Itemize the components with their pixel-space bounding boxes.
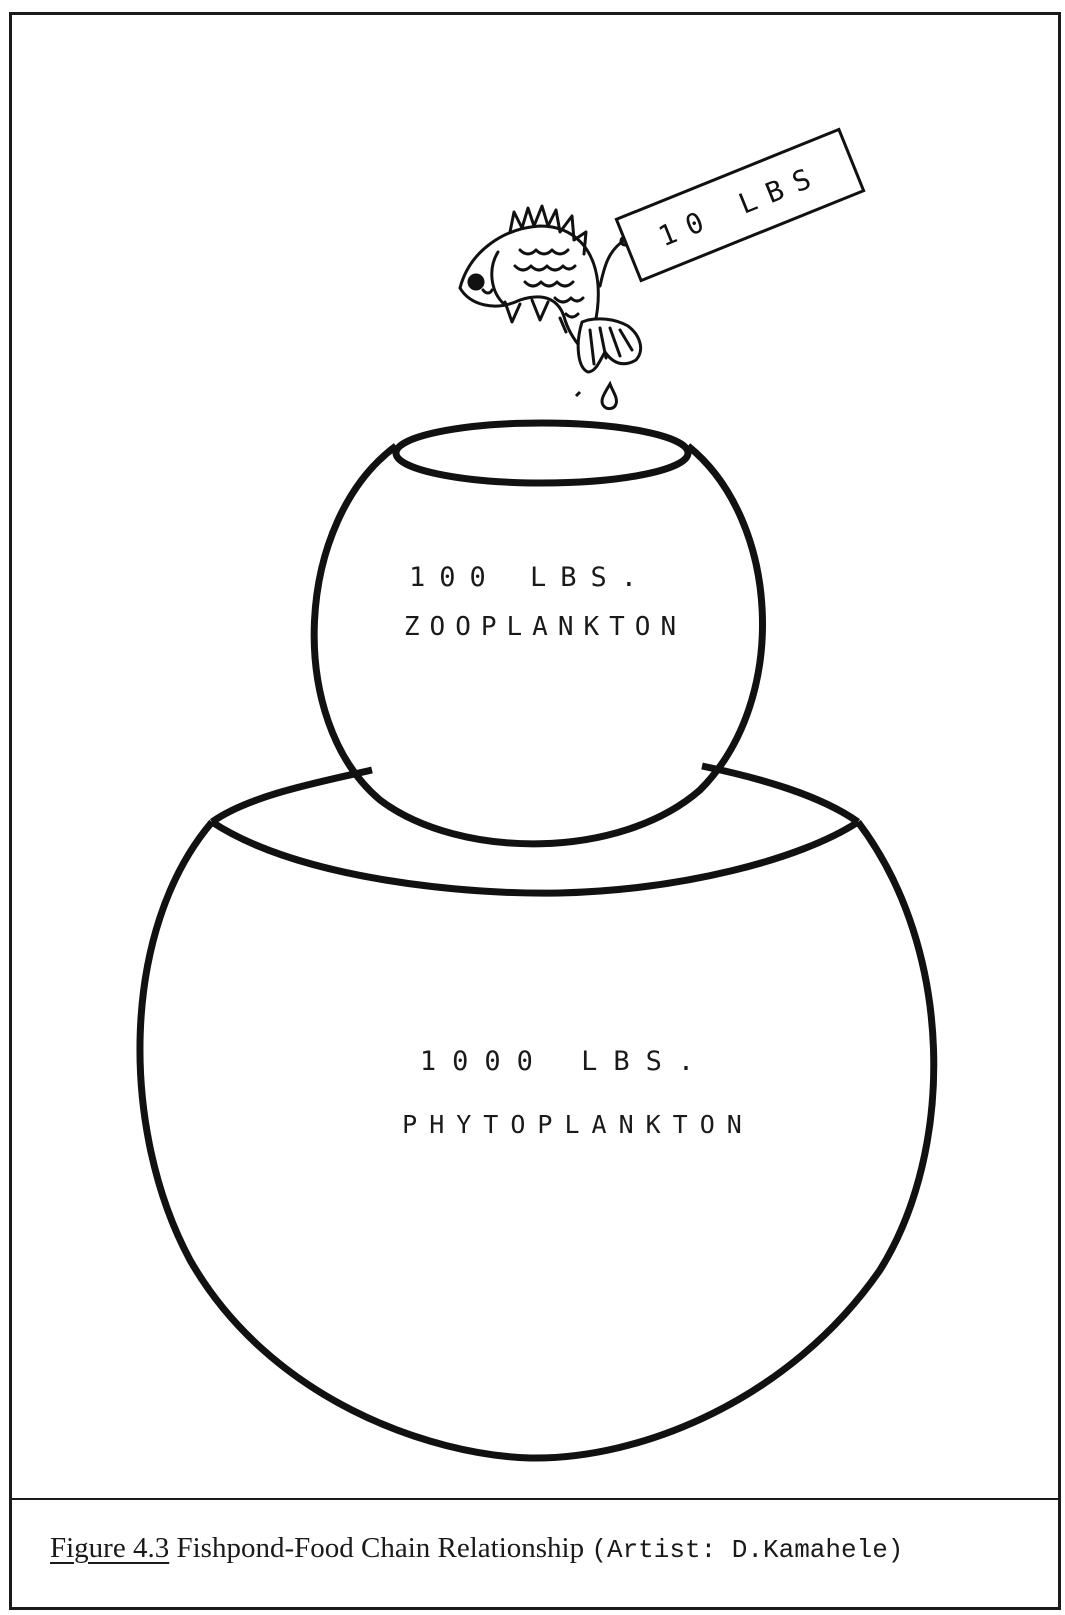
zooplankton-weight-label: 100 LBS.	[400, 562, 660, 593]
figure-caption: Figure 4.3 Fishpond-Food Chain Relations…	[50, 1532, 1060, 1565]
zooplankton-name-label: ZOOPLANKTON	[370, 612, 720, 642]
fish-icon	[460, 206, 641, 372]
phytoplankton-rim-back-right	[702, 766, 858, 822]
figure-number: Figure 4.3	[50, 1532, 169, 1564]
phytoplankton-name-label: PHYTOPLANKTON	[368, 1110, 788, 1139]
zooplankton-bowl-body	[314, 446, 762, 844]
weight-tag: 10 LBS	[616, 129, 863, 280]
phytoplankton-rim-front	[212, 822, 858, 893]
phytoplankton-weight-label: 1000 LBS.	[410, 1046, 720, 1077]
phytoplankton-rim-back-left	[212, 770, 372, 822]
phytoplankton-bowl-body	[140, 822, 934, 1458]
zooplankton-bowl-rim	[396, 423, 688, 483]
figure-title: Fishpond-Food Chain Relationship	[176, 1532, 584, 1564]
water-drop-icon	[576, 384, 616, 409]
figure-credit: (Artist: D.Kamahele)	[591, 1535, 903, 1565]
